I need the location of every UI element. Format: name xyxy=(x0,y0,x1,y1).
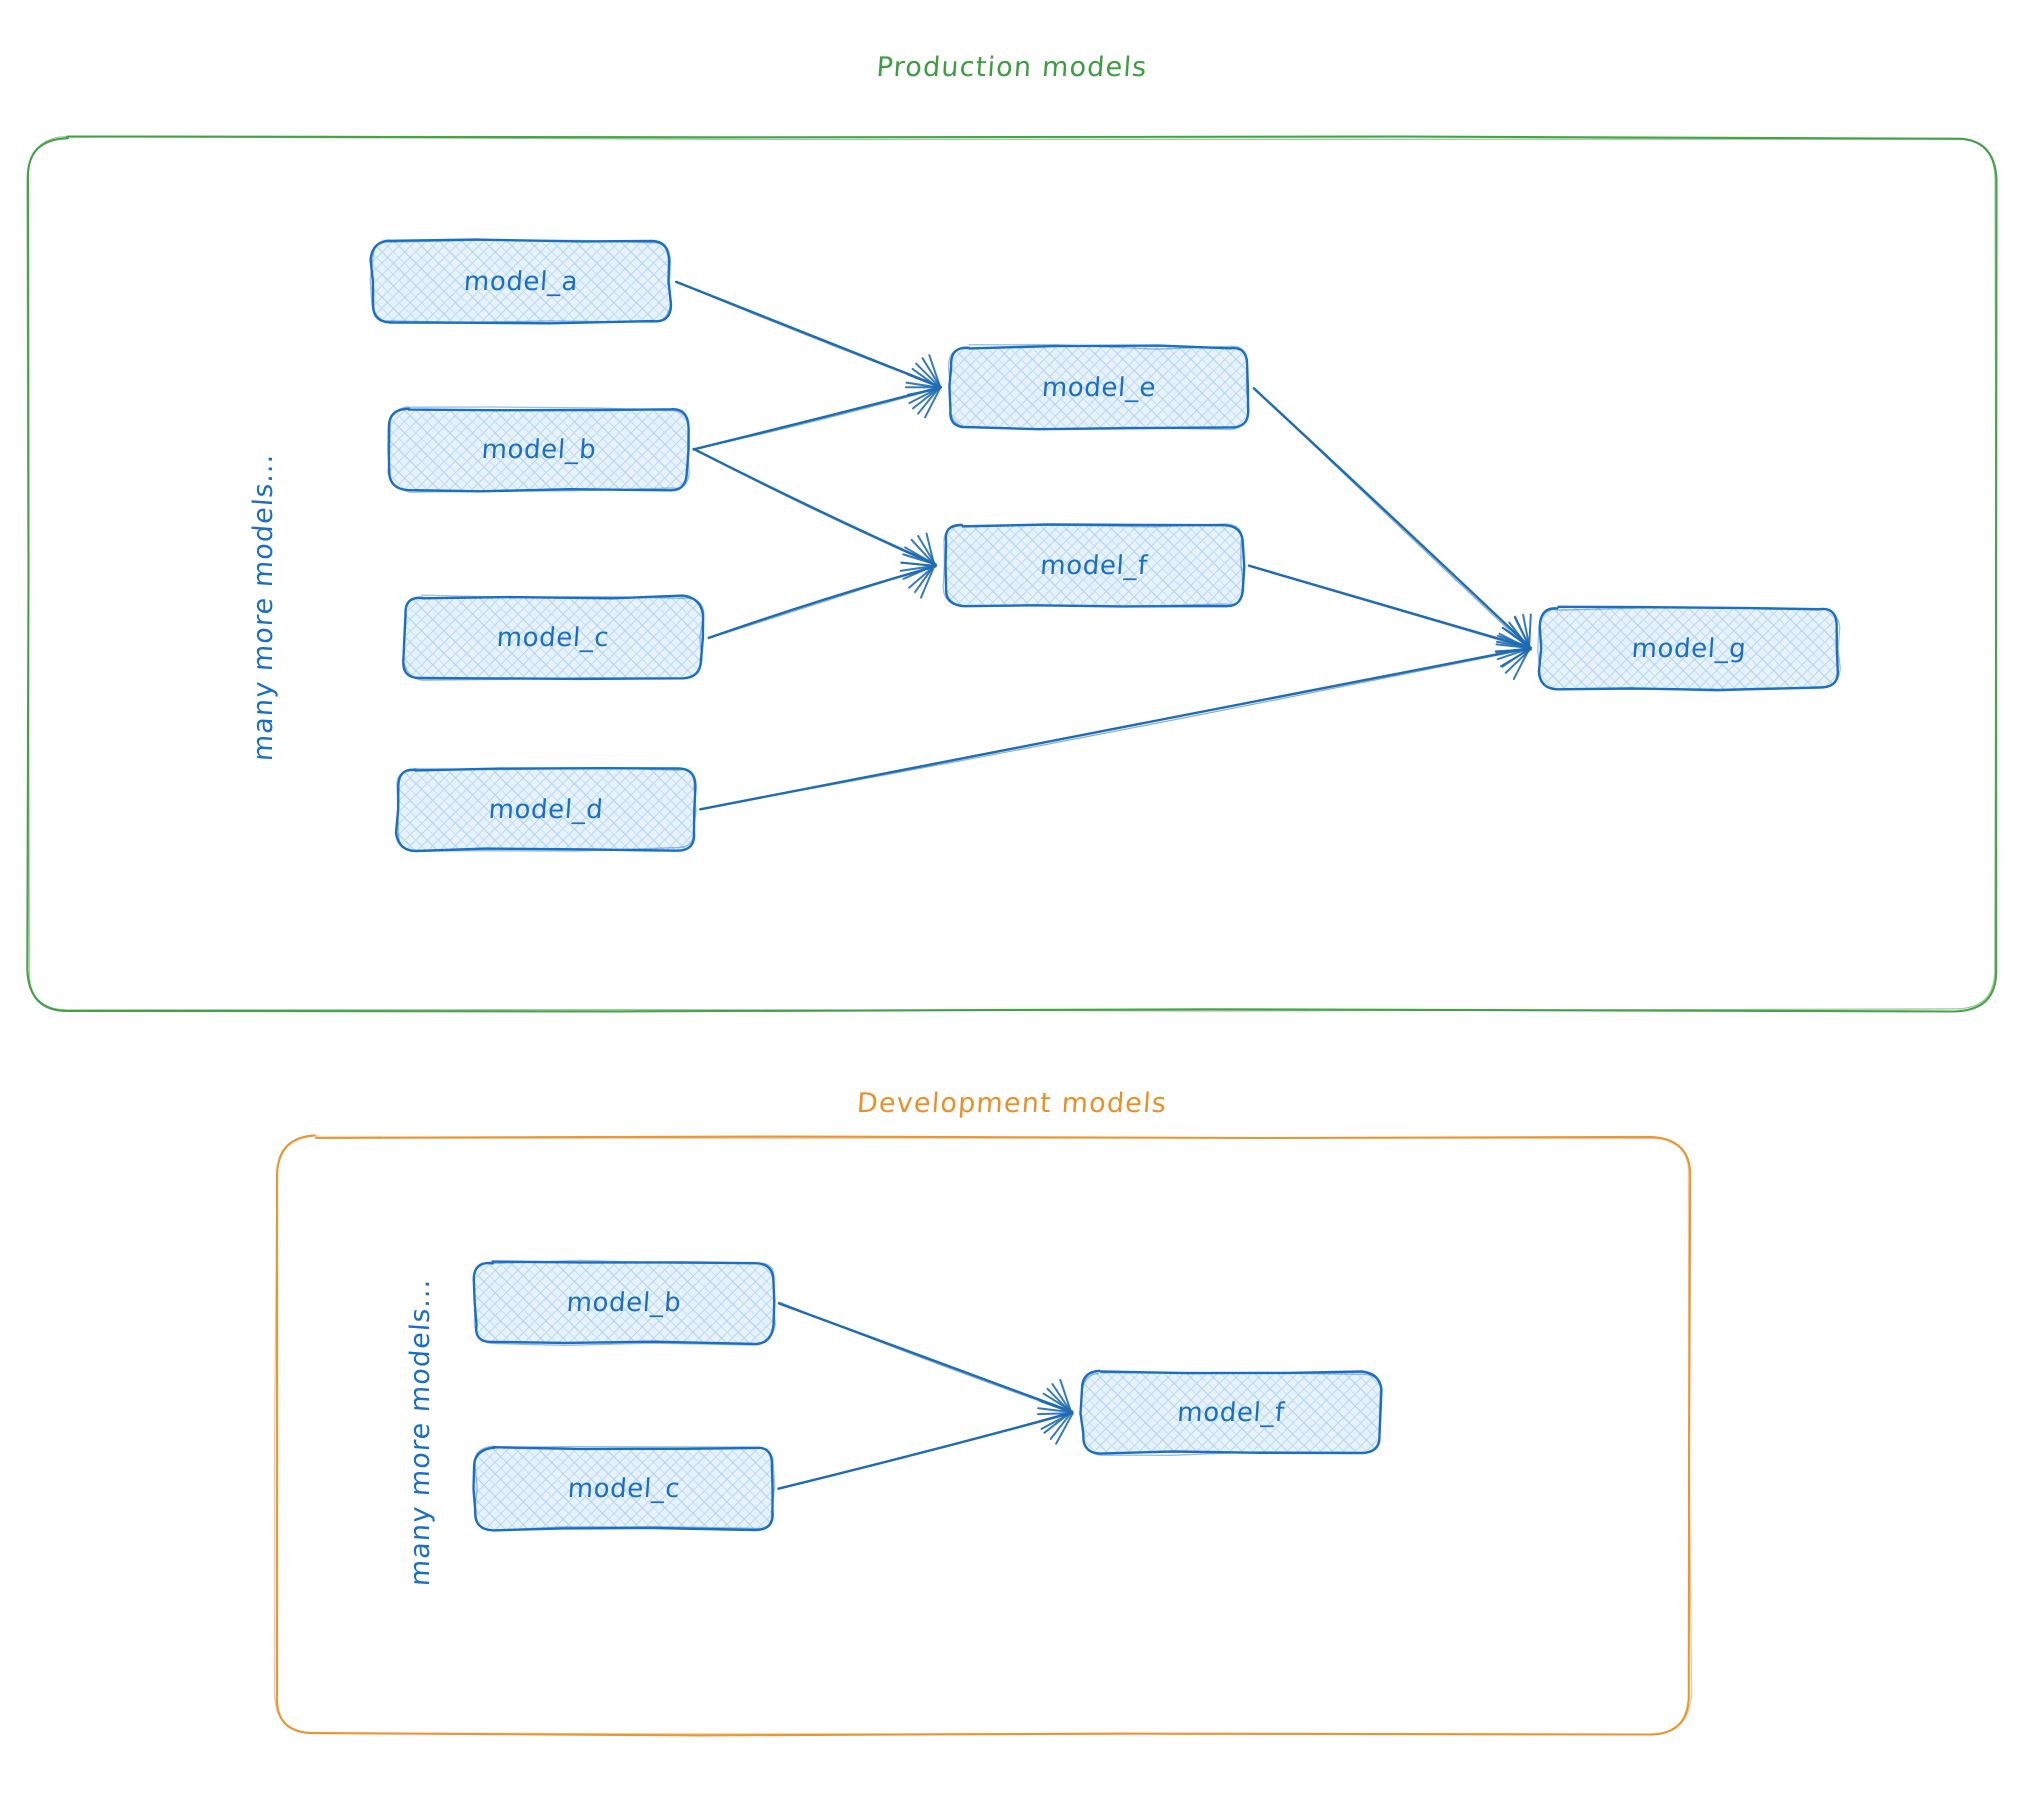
node-prod_model_a[interactable] xyxy=(369,238,673,325)
edge-prod_model_c-to-prod_model_f xyxy=(707,546,937,640)
production-side-label: many more models... xyxy=(248,452,279,763)
production-group-container xyxy=(26,135,1998,1013)
node-dev_model_c[interactable] xyxy=(472,1445,776,1532)
node-prod_model_e[interactable] xyxy=(948,344,1250,431)
edge-prod_model_f-to-prod_model_g xyxy=(1247,564,1532,668)
development-group-title: Development models xyxy=(855,1088,1169,1119)
edge-prod_model_e-to-prod_model_g xyxy=(1252,387,1533,653)
node-dev_model_f[interactable] xyxy=(1079,1369,1383,1456)
development-side-label: many more models... xyxy=(405,1277,436,1588)
node-prod_model_d[interactable] xyxy=(394,767,697,853)
edge-prod_model_b-to-prod_model_e xyxy=(692,367,943,451)
node-prod_model_g[interactable] xyxy=(1537,605,1841,692)
node-prod_model_b[interactable] xyxy=(387,406,690,493)
edge-prod_model_d-to-prod_model_g xyxy=(699,626,1532,811)
node-dev_model_b[interactable] xyxy=(472,1259,776,1346)
edge-dev_model_b-to-dev_model_f xyxy=(777,1301,1074,1430)
edge-dev_model_c-to-dev_model_f xyxy=(777,1392,1074,1490)
node-prod_model_c[interactable] xyxy=(402,594,705,681)
edge-prod_model_a-to-prod_model_e xyxy=(675,280,942,405)
node-prod_model_f[interactable] xyxy=(942,523,1246,608)
development-group-container xyxy=(273,1134,1693,1737)
edge-prod_model_b-to-prod_model_f xyxy=(692,447,938,580)
production-group-title: Production models xyxy=(875,52,1149,83)
